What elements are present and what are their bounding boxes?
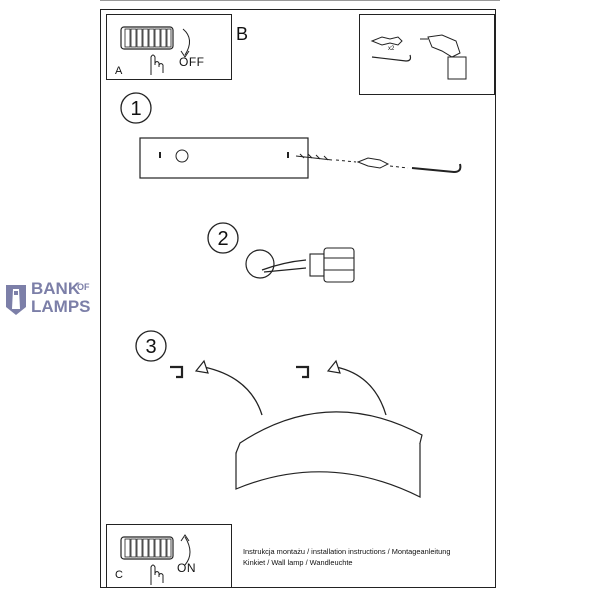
tools-illustration: [370, 34, 467, 80]
step-1-number: 1: [130, 98, 141, 120]
on-label: ON: [177, 561, 196, 575]
panel-c-power-on: C ON: [106, 524, 232, 588]
panel-b-letter: B: [236, 24, 249, 44]
quantity-label: x2: [388, 46, 395, 52]
logo-word-of: OF: [77, 282, 90, 292]
step-1-badge: 1: [120, 92, 152, 124]
wall-plug-icon: [370, 36, 403, 46]
lamp-socket-icon: [309, 247, 355, 283]
up-arrow-icon: [184, 536, 191, 566]
step-1-mounting-bracket: [139, 137, 462, 179]
wall-junction-icon: [245, 249, 275, 279]
wires: [261, 259, 307, 273]
instruction-sheet-frame: [100, 9, 496, 588]
arrow-left-icon: [203, 366, 263, 416]
tools-panel: x2: [359, 14, 495, 95]
dowel-icon: [356, 157, 390, 169]
step-2-badge: 2: [207, 222, 239, 254]
step-2-number: 2: [217, 228, 228, 250]
step-3-badge: 3: [135, 330, 167, 362]
hook-left-icon: [170, 365, 184, 379]
mounting-plate: [139, 137, 309, 179]
step-2-wiring: [245, 247, 355, 283]
top-rule: [100, 0, 500, 1]
screw-icon: [295, 153, 333, 161]
drill-icon: [420, 34, 467, 80]
screw-hook-icon: [371, 54, 412, 62]
down-arrow-icon: [182, 28, 190, 56]
footer-instructions-title: Instrukcja montażu / installation instru…: [243, 547, 451, 556]
logo-word-bank: BANK: [31, 279, 81, 298]
panel-a-letter: A: [115, 65, 123, 77]
logo-word-lamps: LAMPS: [31, 297, 91, 316]
step-3-hang-lamp: [170, 359, 423, 498]
arrow-right-icon: [335, 366, 387, 416]
wall-lamp-shade: [235, 411, 423, 498]
panel-c-letter: C: [115, 569, 123, 581]
off-label: OFF: [179, 55, 205, 69]
hand-icon: [150, 54, 164, 75]
mounting-hole-round: [175, 149, 189, 163]
hand-icon: [150, 564, 164, 585]
footer-product-type: Kinkiet / Wall lamp / Wandleuchte: [243, 558, 353, 567]
step-3-number: 3: [145, 336, 156, 358]
hook-right-icon: [296, 365, 310, 379]
lighthouse-icon: [6, 285, 26, 315]
hook-icon: [411, 163, 462, 174]
panel-a-power-off: A OFF: [106, 14, 232, 80]
fuse-box-icon: [120, 534, 191, 585]
fuse-box-icon: [120, 26, 190, 75]
bank-of-lamps-logo: BANK OF LAMPS: [2, 279, 102, 319]
